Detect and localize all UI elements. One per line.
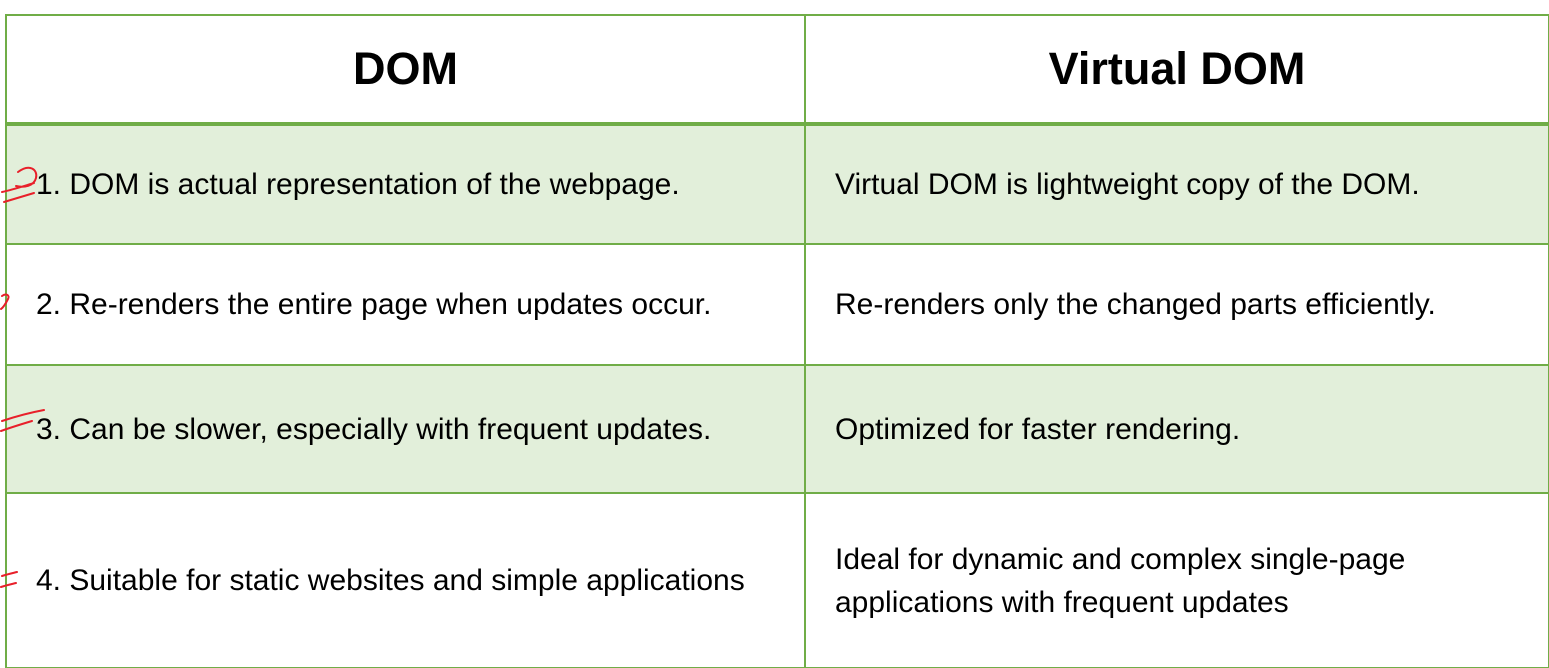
virtual-dom-cell: Optimized for faster rendering.: [804, 364, 1549, 494]
dom-cell: 1. DOM is actual representation of the w…: [5, 123, 806, 245]
virtual-dom-cell: Re-renders only the changed parts effici…: [804, 243, 1549, 366]
dom-cell: 2. Re-renders the entire page when updat…: [5, 243, 806, 366]
dom-cell: 3. Can be slower, especially with freque…: [5, 364, 806, 494]
table-row: 2. Re-renders the entire page when updat…: [5, 243, 1549, 366]
table-row: 4. Suitable for static websites and simp…: [5, 492, 1549, 668]
table-header-row: DOM Virtual DOM: [5, 14, 1549, 126]
comparison-table: DOM Virtual DOM 1. DOM is actual represe…: [5, 14, 1549, 668]
column-header-virtual-dom: Virtual DOM: [804, 14, 1549, 126]
table-row: 3. Can be slower, especially with freque…: [5, 364, 1549, 494]
column-header-dom: DOM: [5, 14, 806, 126]
virtual-dom-cell: Ideal for dynamic and complex single-pag…: [804, 492, 1549, 668]
table-row: 1. DOM is actual representation of the w…: [5, 123, 1549, 245]
dom-cell: 4. Suitable for static websites and simp…: [5, 492, 806, 668]
virtual-dom-cell: Virtual DOM is lightweight copy of the D…: [804, 123, 1549, 245]
